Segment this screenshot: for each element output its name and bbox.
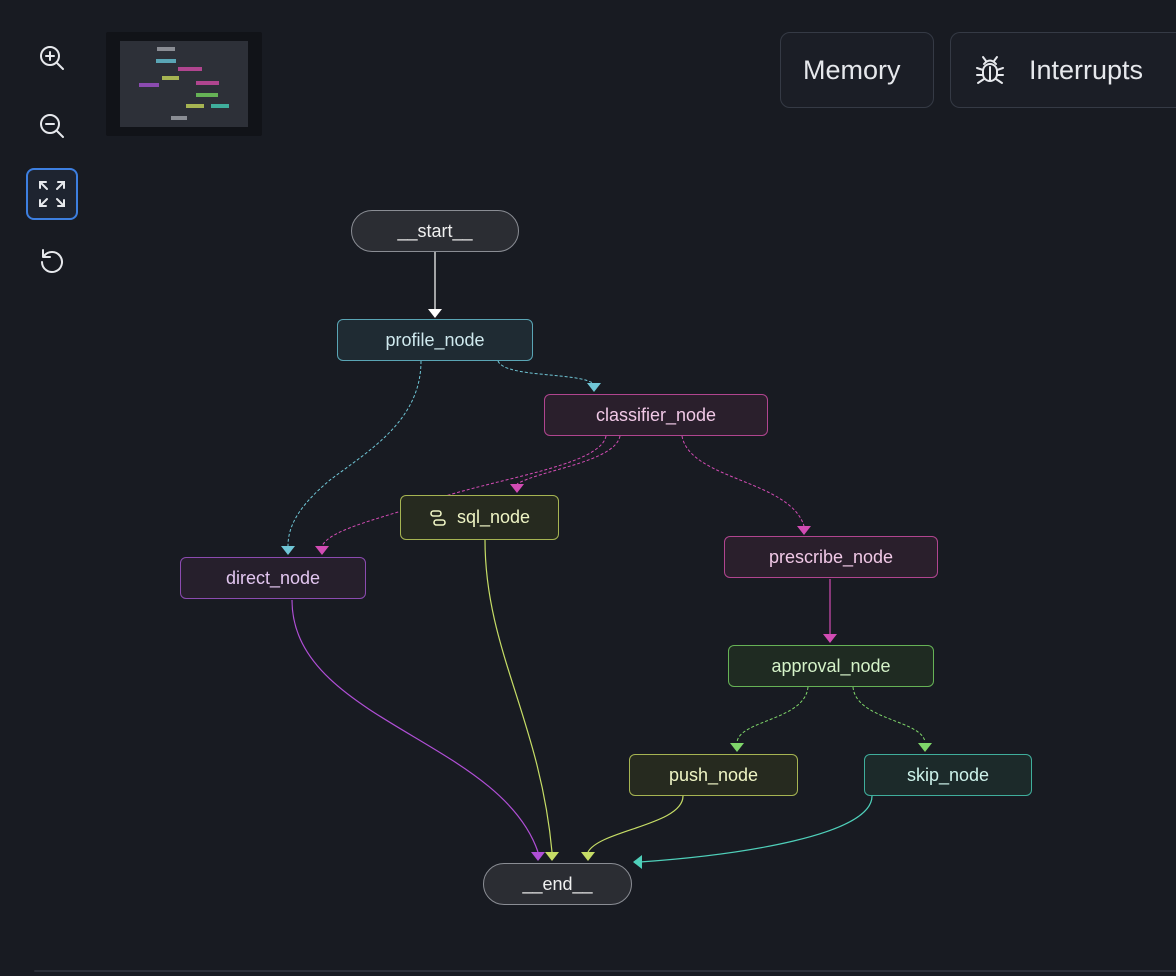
reset-icon [41,249,63,273]
node-profile[interactable]: profile_node [337,319,533,361]
zoom-in-button[interactable] [26,32,78,84]
node-classifier[interactable]: classifier_node [544,394,768,436]
edge-classifier-sql[interactable] [510,435,621,493]
bottom-scrollbar[interactable] [34,970,1176,972]
node-label: __end__ [522,873,593,894]
zoom-out-button[interactable] [26,100,78,152]
edge-push-end[interactable] [581,795,684,861]
zoom-out-icon [40,114,64,138]
edge-start-profile[interactable] [428,252,442,318]
minimap-preview [120,41,248,127]
fit-view-button[interactable] [26,168,78,220]
edge-approval-skip[interactable] [852,686,932,752]
edge-profile-classifier[interactable] [497,360,601,392]
memory-button[interactable]: Memory [780,32,934,108]
node-label: direct_node [225,567,321,588]
subgraph-icon [429,509,447,527]
node-sql[interactable]: sql_node [400,495,559,540]
node-label: classifier_node [595,404,717,425]
node-label: approval_node [771,655,891,676]
node-push[interactable]: push_node [629,754,798,796]
fit-view-icon [39,181,65,207]
edge-prescribe-approval[interactable] [823,579,837,643]
node-label: push_node [668,764,759,785]
node-label: __start__ [397,220,473,241]
edge-classifier-direct[interactable] [315,435,607,555]
node-label: skip_node [906,764,990,785]
memory-button-label: Memory [803,54,901,85]
node-approval[interactable]: approval_node [728,645,934,687]
node-start[interactable]: __start__ [351,210,519,252]
node-end[interactable]: __end__ [483,863,632,905]
node-label: prescribe_node [768,546,894,567]
edge-direct-end[interactable] [291,599,545,861]
node-skip[interactable]: skip_node [864,754,1032,796]
node-label: sql_node [456,507,531,527]
edge-sql-end[interactable] [484,539,559,861]
bug-icon [976,56,1004,84]
node-direct[interactable]: direct_node [180,557,366,599]
zoom-in-icon [40,46,64,70]
interrupts-button-label: Interrupts [1029,54,1144,85]
edge-profile-direct[interactable] [281,360,422,555]
minimap[interactable] [106,32,262,136]
edge-approval-push[interactable] [730,686,809,752]
edge-skip-end[interactable] [633,795,873,869]
edge-classifier-prescribe[interactable] [681,435,811,535]
reset-button[interactable] [26,236,78,288]
node-prescribe[interactable]: prescribe_node [724,536,938,578]
node-label: profile_node [385,329,485,350]
interrupts-button[interactable]: Interrupts [950,32,1176,108]
